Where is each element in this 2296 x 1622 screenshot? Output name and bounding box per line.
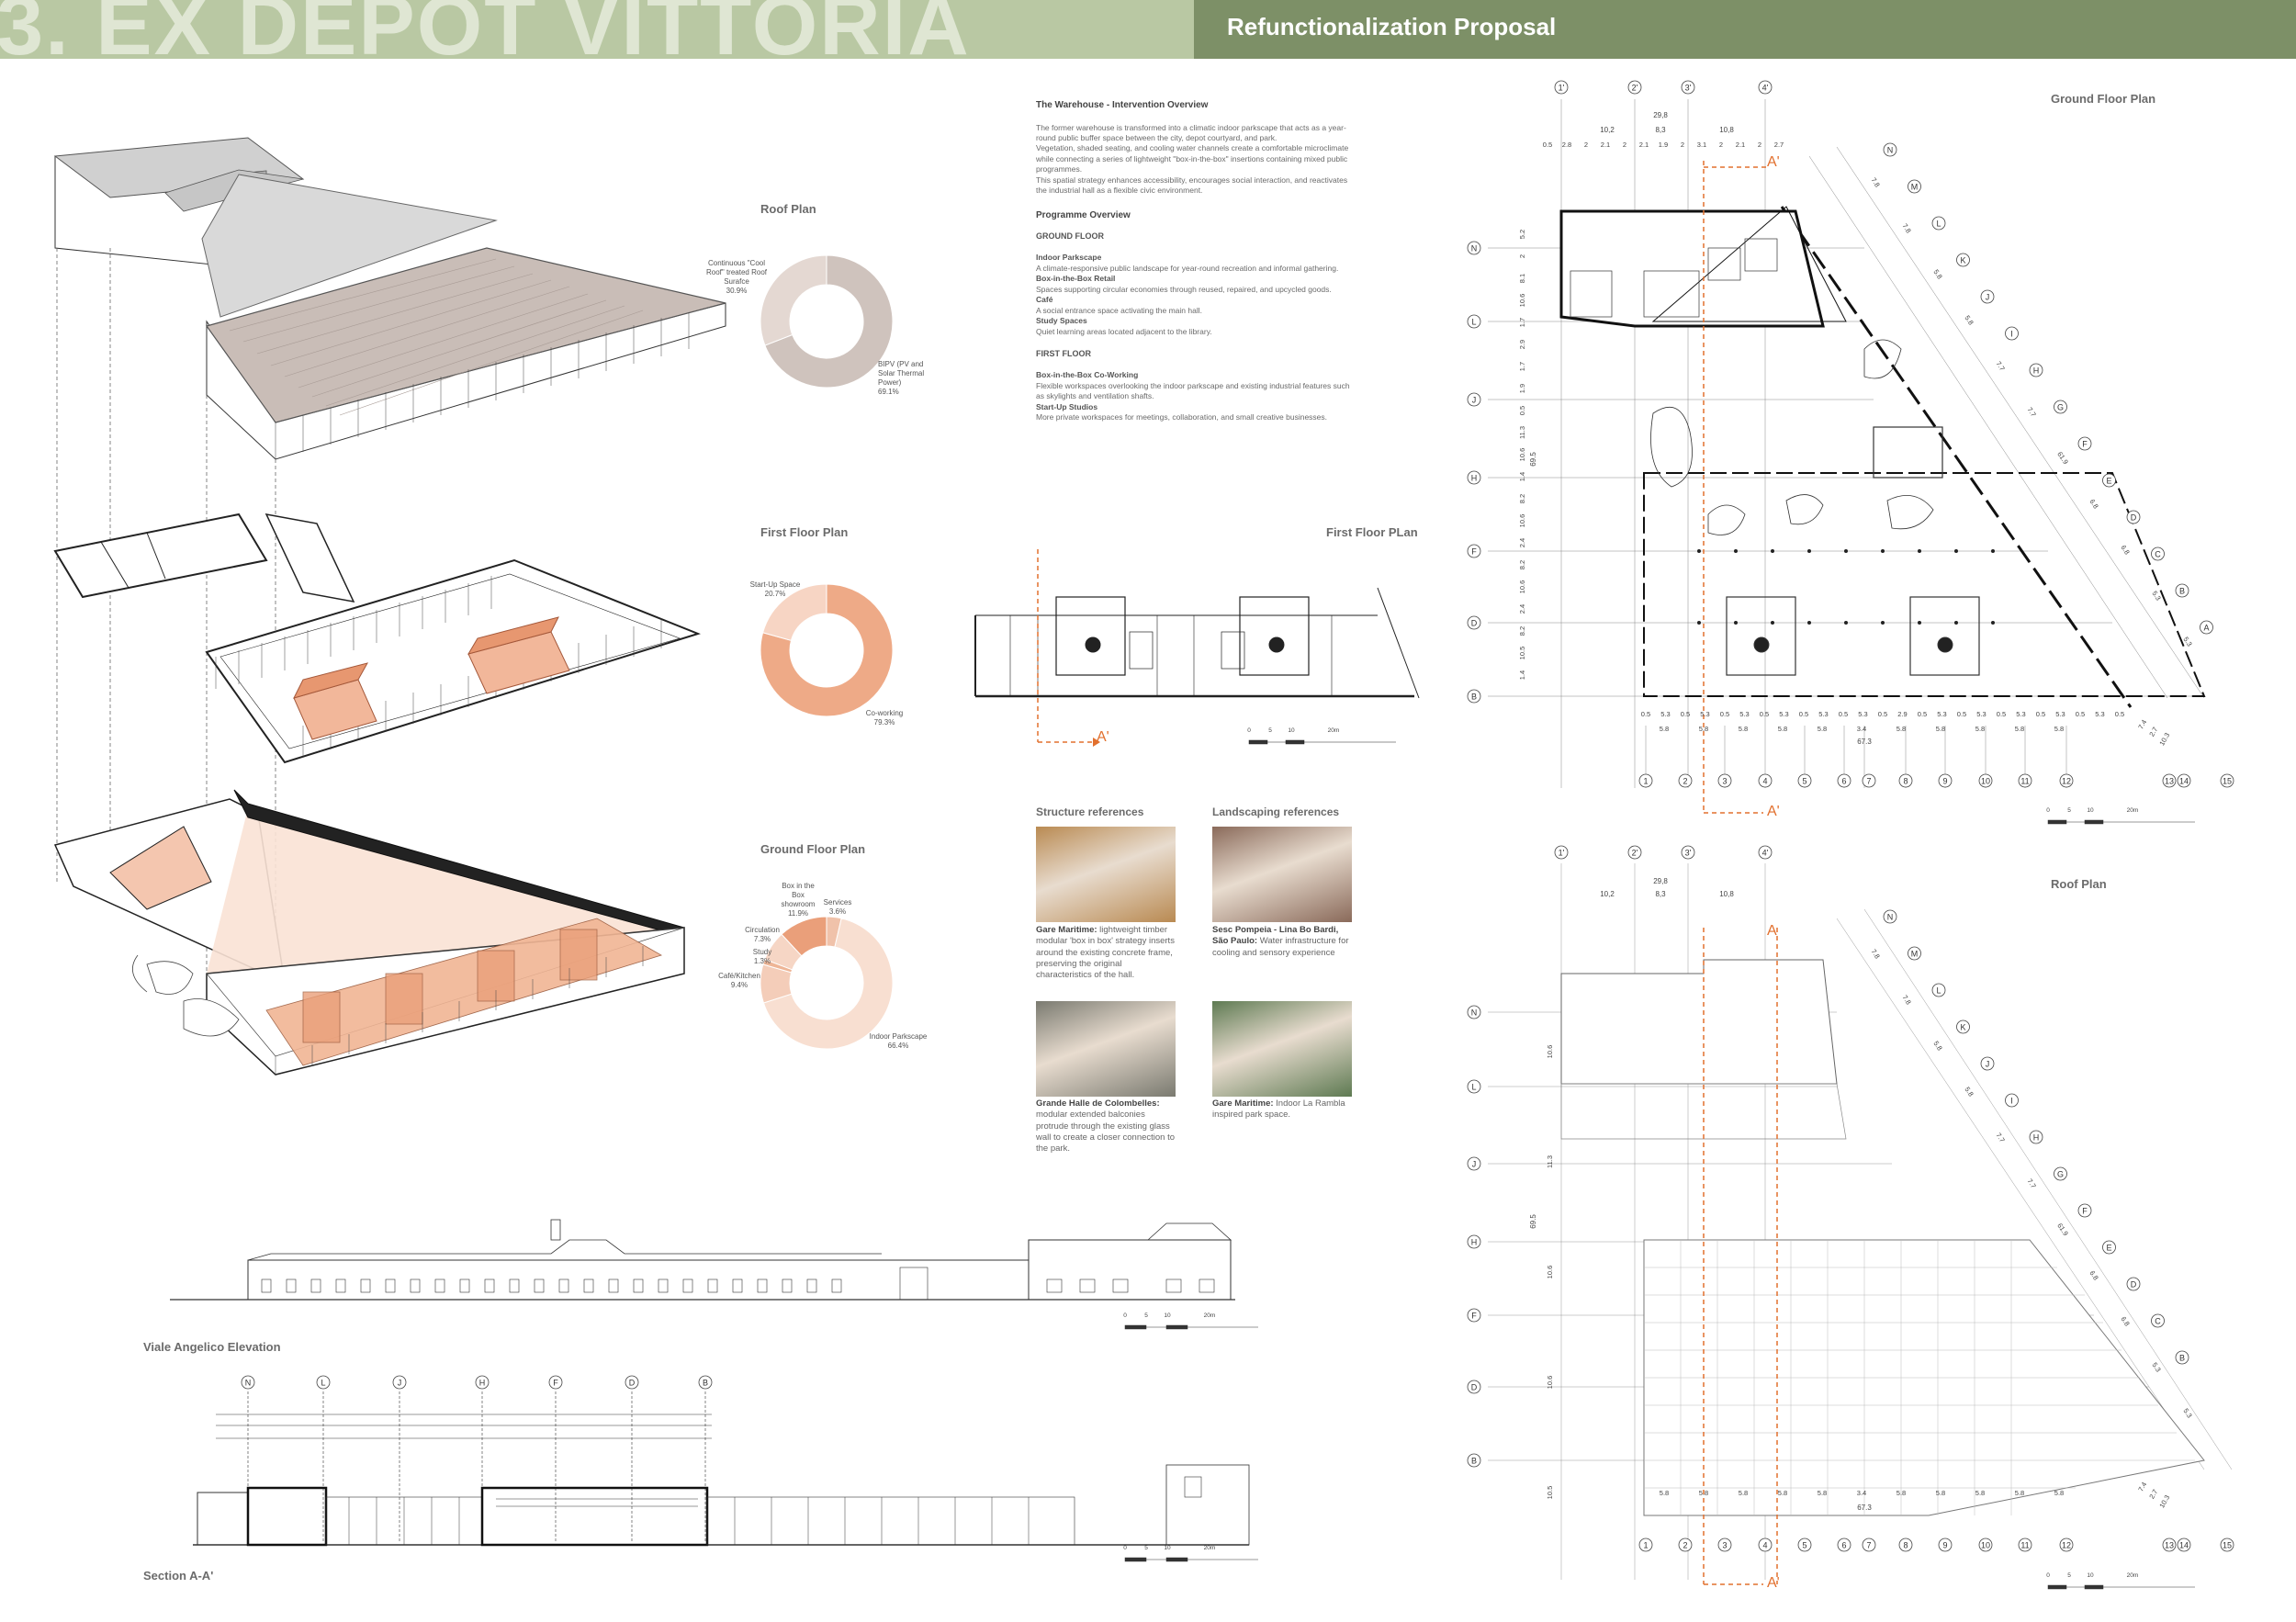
reference-caption-3: Grande Halle de Colombelles: modular ext…: [1036, 1098, 1176, 1155]
section-mark-roof-bottom: A': [1767, 1575, 1780, 1591]
ground-floor-label: GROUND FLOOR: [1036, 231, 1104, 242]
first-floor-plan-drawing-heading: First Floor PLan: [1326, 525, 1418, 539]
section-mark-gf-top: A': [1767, 154, 1780, 170]
overview-paragraph-3: This spatial strategy enhances accessibi…: [1036, 175, 1348, 196]
roof-label-bipv: BIPV (PV and Solar Thermal Power)69.1%: [878, 360, 925, 396]
section-drawing: [193, 1391, 1258, 1562]
elevation-heading: Viale Angelico Elevation: [143, 1340, 281, 1354]
donut-slice-box-in-the-box-showroom: [781, 916, 827, 957]
roof-plan-right-heading: Roof Plan: [2051, 877, 2107, 891]
gf-plan-right-heading: Ground Floor Plan: [2051, 92, 2156, 106]
first-floor-donut-chart: [760, 583, 894, 717]
section-mark-gf-bottom: A': [1767, 804, 1780, 819]
gf-plan-right: [1488, 99, 2206, 825]
ground-floor-plan-heading: Ground Floor Plan: [760, 842, 866, 856]
page-subtitle: Refunctionalization Proposal: [1227, 13, 1557, 40]
donut-slice-bipv-pv-and-solar-thermal-power-: [764, 254, 894, 389]
section-mark-ff: A': [1097, 729, 1109, 745]
elevation-drawing: [170, 1219, 1258, 1330]
donut-slice-continuous-cool-roof-treated-roof-surafce: [760, 254, 827, 346]
first-floor-label: FIRST FLOOR: [1036, 349, 1091, 359]
roof-plan-right: [1488, 863, 2233, 1590]
reference-image-3: [1036, 1001, 1176, 1097]
reference-caption-4: Gare Maritime: Indoor La Rambla inspired…: [1212, 1098, 1345, 1121]
donut-slice-co-working: [760, 583, 894, 717]
overview-paragraph-2: Vegetation, shaded seating, and cooling …: [1036, 143, 1349, 175]
section-heading: Section A-A': [143, 1569, 214, 1583]
overview-text-block: The Warehouse - Intervention Overview Th…: [1036, 99, 1353, 423]
axo-ground-floor: [53, 789, 685, 1076]
roof-donut-chart: [760, 254, 894, 389]
page-title: 3. EX DEPOT VITTORIA: [0, 0, 971, 73]
ground-floor-donut-chart: [760, 916, 894, 1050]
reference-caption-2: Sesc Pompeia - Lina Bo Bardi, São Paulo:…: [1212, 925, 1349, 958]
structure-refs-heading: Structure references: [1036, 805, 1144, 818]
first-floor-plan-drawing: [974, 549, 1420, 747]
overview-title: The Warehouse - Intervention Overview: [1036, 100, 1209, 110]
reference-image-2: [1212, 827, 1352, 922]
axo-roof: [53, 137, 726, 460]
overview-paragraph-1: The former warehouse is transformed into…: [1036, 122, 1346, 142]
roof-plan-heading: Roof Plan: [760, 202, 816, 216]
first-floor-plan-heading: First Floor Plan: [760, 525, 849, 539]
reference-caption-1: Gare Maritime: lightweight timber modula…: [1036, 925, 1175, 981]
reference-image-4: [1212, 1001, 1352, 1097]
header-subtitle-band: [1194, 0, 2296, 59]
donut-slice-indoor-parkscape: [762, 918, 894, 1050]
section-mark-roof-top: A: [1767, 923, 1777, 939]
axo-first-floor: [53, 513, 701, 764]
roof-label-coolroof: Continuous "Cool Roof" treated Roof Sura…: [706, 259, 767, 295]
donut-slice-start-up-space: [761, 583, 827, 641]
programme-title: Programme Overview: [1036, 209, 1131, 220]
landscaping-refs-heading: Landscaping references: [1212, 805, 1340, 818]
reference-image-1: [1036, 827, 1176, 922]
